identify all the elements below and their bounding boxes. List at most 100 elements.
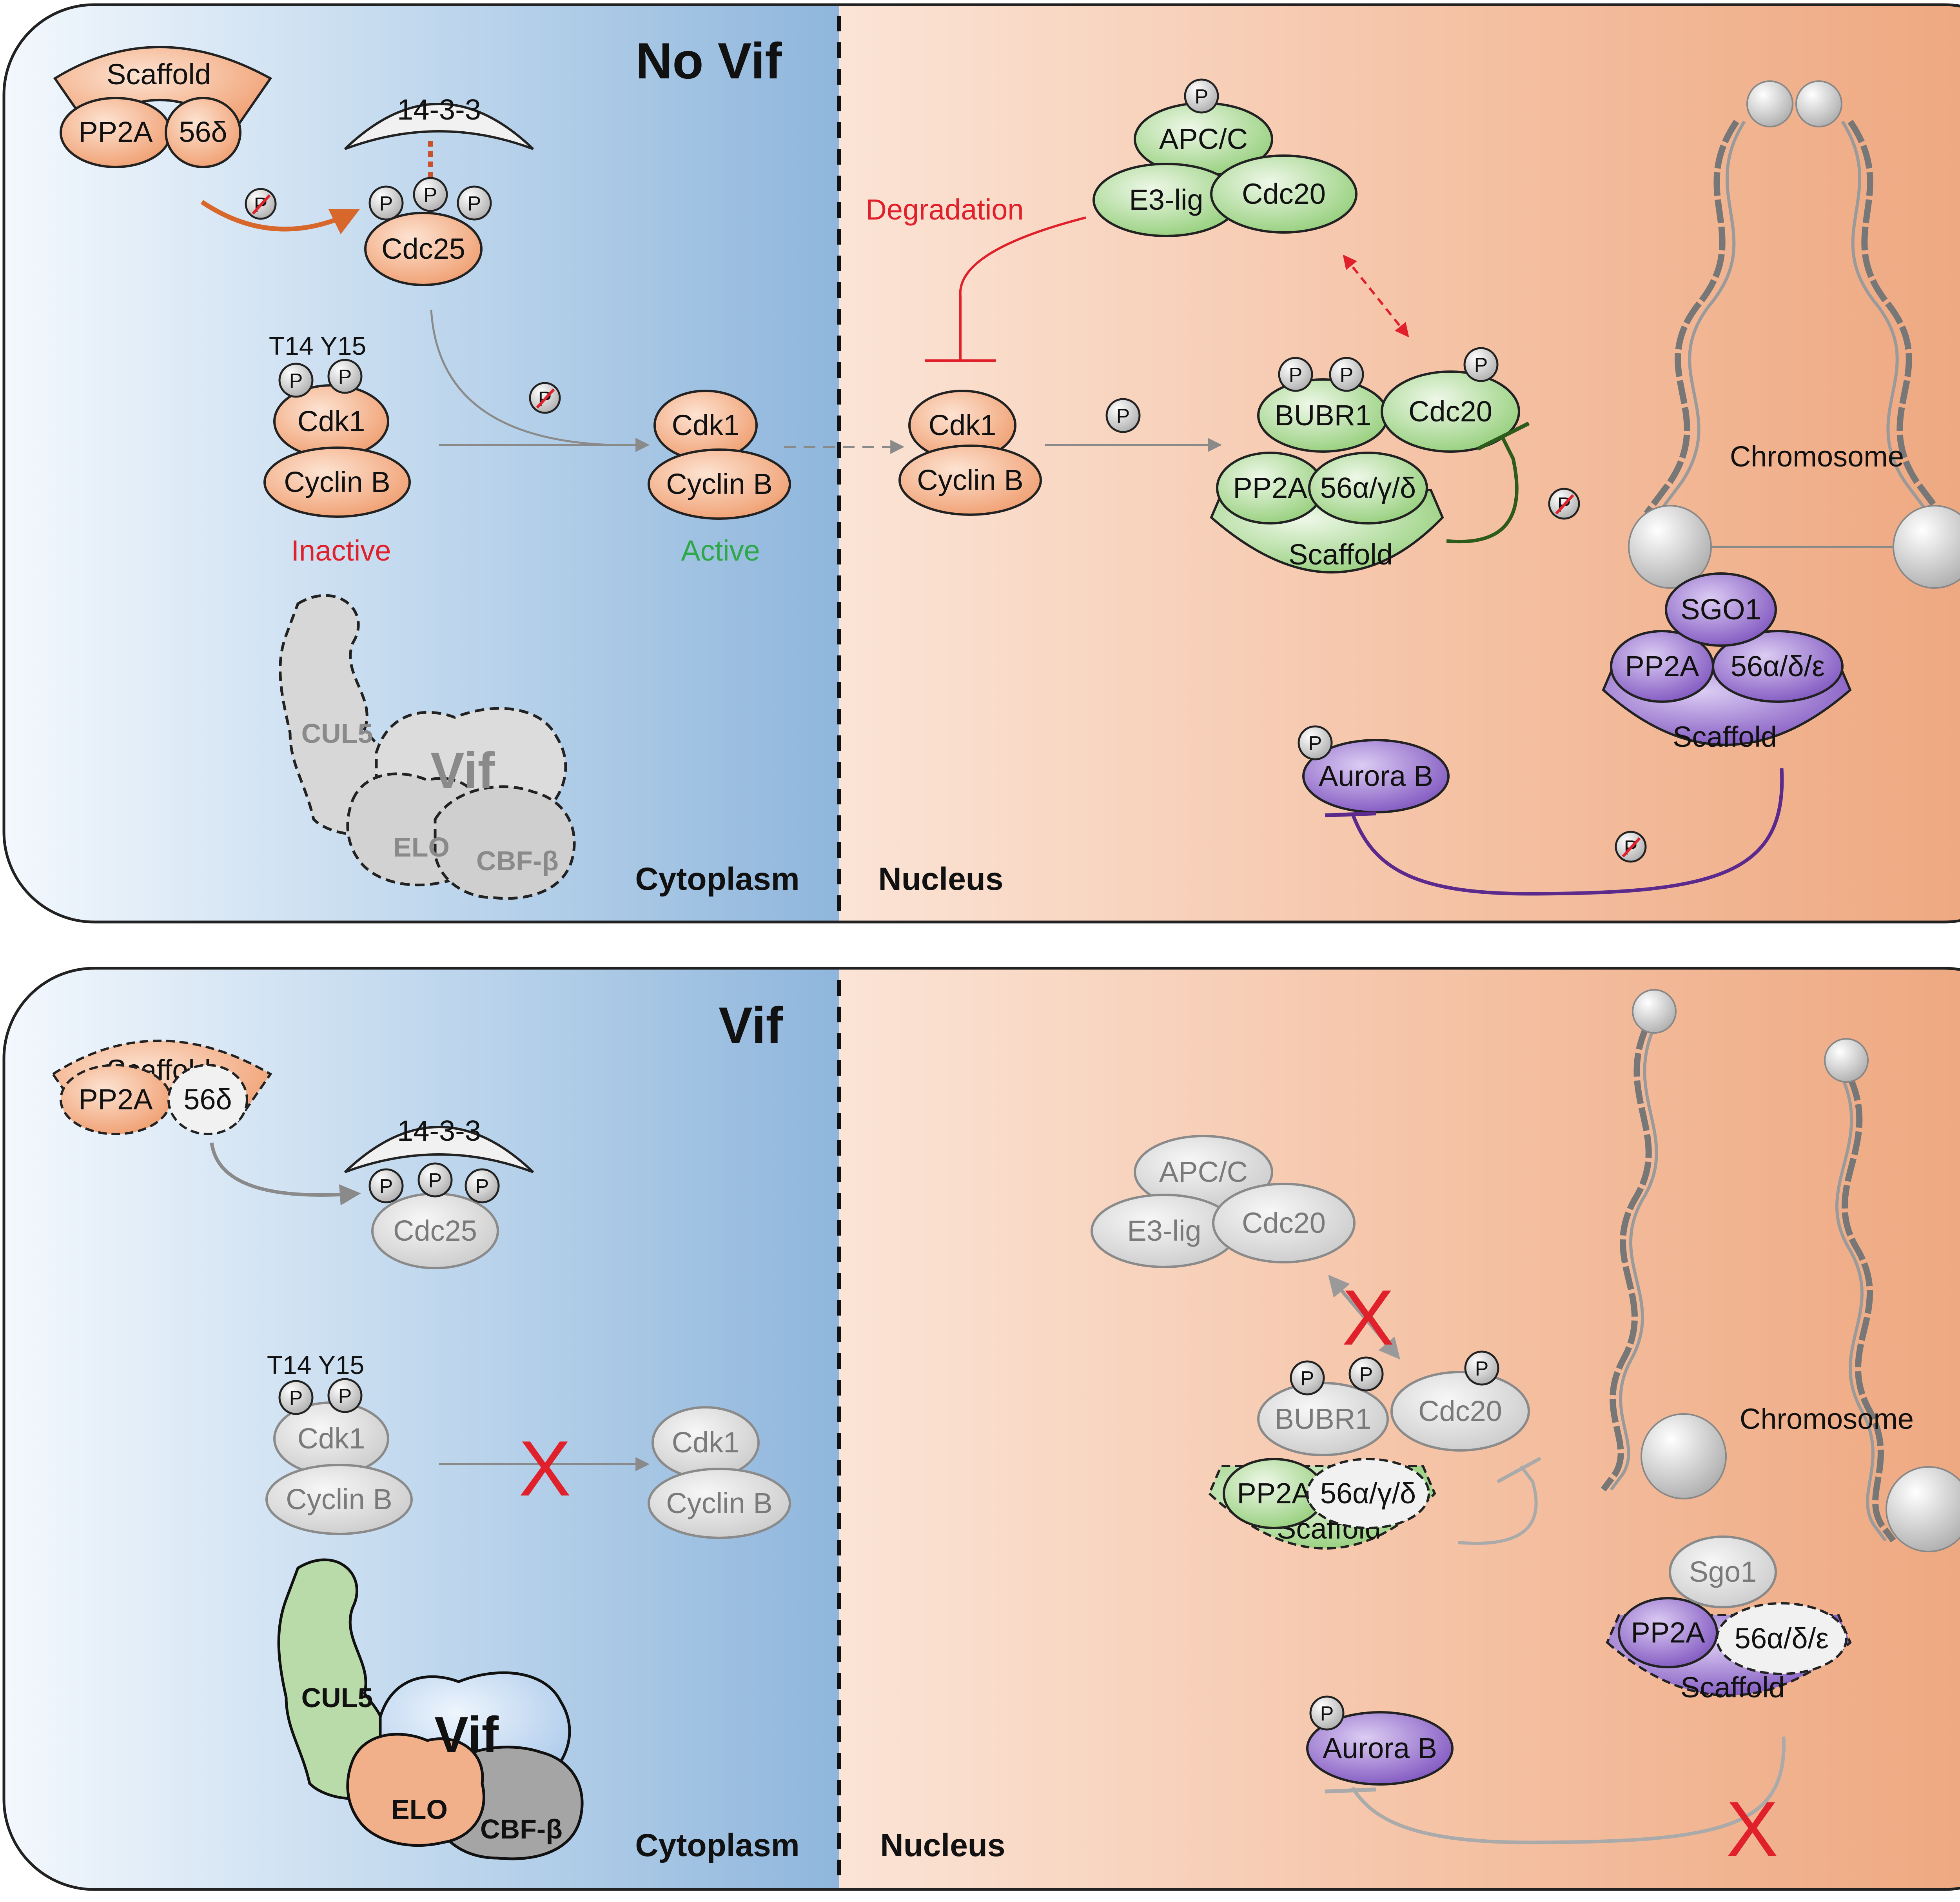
svg-text:Sgo1: Sgo1 xyxy=(1689,1555,1757,1588)
svg-text:Cdk1: Cdk1 xyxy=(672,1426,740,1459)
subunit-label: 56δ xyxy=(179,116,227,148)
degradation-label: Degradation xyxy=(866,193,1024,226)
svg-text:CUL5: CUL5 xyxy=(301,718,373,749)
svg-text:Aurora B: Aurora B xyxy=(1319,760,1433,792)
cdk1-nuclear: Cdk1 Cyclin B xyxy=(898,390,1042,516)
svg-text:BUBR1: BUBR1 xyxy=(1275,399,1372,432)
apcc-complex: APC/C E3-lig Cdc20 xyxy=(1091,1135,1356,1268)
svg-text:Cyclin B: Cyclin B xyxy=(284,466,390,498)
svg-text:Cdk1: Cdk1 xyxy=(672,409,740,441)
svg-text:Cyclin B: Cyclin B xyxy=(917,464,1023,496)
blocked-interaction-arrow xyxy=(1328,1274,1400,1360)
svg-text:Cyclin B: Cyclin B xyxy=(286,1483,392,1515)
svg-text:Cdc20: Cdc20 xyxy=(1418,1395,1502,1427)
blocked-inhibition-bar xyxy=(1325,1788,1376,1793)
svg-text:Cdc20: Cdc20 xyxy=(1242,178,1326,210)
svg-text:Scaffold: Scaffold xyxy=(1673,721,1777,753)
pp2a-label: PP2A xyxy=(78,116,153,148)
chromosome: Chromosome xyxy=(1628,80,1960,589)
svg-text:PP2A: PP2A xyxy=(78,1083,153,1116)
state-active: Active xyxy=(681,534,760,567)
svg-text:PP2A: PP2A xyxy=(1233,472,1307,504)
svg-text:P: P xyxy=(424,184,437,207)
cdc25-protein: Cdc25 P P P xyxy=(364,177,492,286)
svg-text:P: P xyxy=(379,1175,393,1198)
svg-text:Vif: Vif xyxy=(430,742,495,799)
pp2a-scaffold-complex: Scaffold PP2A 56δ xyxy=(53,46,272,168)
svg-text:Scaffold: Scaffold xyxy=(1681,1671,1785,1704)
svg-text:BUBR1: BUBR1 xyxy=(1275,1403,1372,1435)
weak-inhibition-line xyxy=(1458,1465,1538,1545)
cdc25-protein: Cdc25 P P P xyxy=(368,1162,500,1269)
svg-text:E3-lig: E3-lig xyxy=(1127,1214,1201,1247)
svg-text:P: P xyxy=(338,1385,352,1408)
svg-text:APC/C: APC/C xyxy=(1159,123,1248,155)
cdk1-active: Cdk1 Cyclin B xyxy=(648,1406,791,1539)
pp2a-scaffold-complex: Scaffold PP2A 56δ xyxy=(51,1040,272,1135)
svg-text:P: P xyxy=(1289,364,1303,387)
svg-text:SGO1: SGO1 xyxy=(1681,593,1761,626)
svg-text:ELO: ELO xyxy=(393,832,450,862)
svg-text:P: P xyxy=(1359,1363,1373,1386)
svg-text:CUL5: CUL5 xyxy=(301,1682,373,1713)
inhibition-bar-purple xyxy=(1325,811,1376,817)
svg-text:PP2A: PP2A xyxy=(1631,1616,1705,1649)
svg-text:P: P xyxy=(428,1169,442,1192)
separated-chromatids: Chromosome xyxy=(1601,989,1960,1552)
svg-text:Aurora B: Aurora B xyxy=(1323,1732,1437,1764)
svg-text:14-3-3: 14-3-3 xyxy=(397,1114,481,1147)
svg-text:56α/γ/δ: 56α/γ/δ xyxy=(1320,472,1416,504)
dephospho-icon: P xyxy=(1548,488,1580,520)
cdk1-inactive: T14 Y15 Cdk1 Cyclin B P P Inactive xyxy=(263,331,411,567)
svg-text:Cdk1: Cdk1 xyxy=(298,405,365,437)
svg-text:Cdc20: Cdc20 xyxy=(1242,1207,1326,1239)
state-inactive: Inactive xyxy=(291,534,391,567)
phosphatase-arrow xyxy=(210,1142,361,1206)
inhibition-line-purple xyxy=(1350,768,1784,896)
svg-text:Scaffold: Scaffold xyxy=(1289,538,1393,571)
svg-text:Cdk1: Cdk1 xyxy=(929,409,996,441)
svg-text:P: P xyxy=(475,1175,489,1198)
dephospho-icon: P xyxy=(1615,831,1647,863)
scaffold-label: Scaffold xyxy=(107,58,211,91)
protein-14-3-3: 14-3-3 xyxy=(344,93,534,150)
svg-text:P: P xyxy=(1340,364,1354,387)
svg-text:ELO: ELO xyxy=(391,1794,448,1825)
dephosphorylation-arrow xyxy=(200,200,360,234)
vif-e3-complex-inactive: CUL5 Vif ELO CBF-β xyxy=(279,594,576,900)
subunit-shape xyxy=(165,97,241,168)
weak-inhibition-bar xyxy=(1496,1457,1542,1483)
sgo1-pp2a-complex: Scaffold PP2A 56α/δ/ε Sgo1 xyxy=(1606,1535,1852,1704)
svg-text:56α/δ/ε: 56α/δ/ε xyxy=(1735,1622,1829,1655)
svg-text:P: P xyxy=(338,366,352,388)
block-mark: X xyxy=(1726,1786,1778,1873)
inhibition-line-green xyxy=(1446,434,1519,543)
chromosome-label: Chromosome xyxy=(1740,1403,1914,1435)
svg-text:Cdk1: Cdk1 xyxy=(298,1422,365,1455)
protein-14-3-3: 14-3-3 xyxy=(344,1114,534,1173)
svg-text:14-3-3: 14-3-3 xyxy=(397,93,481,126)
svg-text:P: P xyxy=(468,192,481,215)
svg-text:P: P xyxy=(1475,1358,1489,1380)
block-mark: X xyxy=(519,1425,571,1512)
sgo1-pp2a-complex: Scaffold PP2A 56α/δ/ε SGO1 xyxy=(1602,572,1852,753)
svg-text:56α/γ/δ: 56α/γ/δ xyxy=(1320,1477,1416,1510)
phospho-icon xyxy=(1105,398,1141,433)
svg-text:P: P xyxy=(1474,354,1488,377)
svg-text:P: P xyxy=(1301,1367,1314,1390)
svg-text:Vif: Vif xyxy=(434,1706,499,1763)
svg-text:PP2A: PP2A xyxy=(1237,1477,1311,1510)
inhibition-bar-green xyxy=(1477,421,1530,451)
svg-text:T14 Y15: T14 Y15 xyxy=(269,331,366,360)
panel-title: No Vif xyxy=(635,32,782,89)
cdk1-active: Cdk1 Cyclin B Active xyxy=(648,390,791,567)
region-nucleus: Nucleus xyxy=(878,861,1004,897)
vif-e3-complex-active: CUL5 Vif ELO CBF-β xyxy=(277,1558,584,1860)
region-cytoplasm: Cytoplasm xyxy=(635,1828,799,1863)
cdc25-action-curve xyxy=(430,309,612,446)
bubr1-pp2a-complex: Scaffold PP2A 56α/γ/δ BUBR1 Cdc20 P P P xyxy=(1210,347,1520,574)
chromosome-label: Chromosome xyxy=(1730,440,1904,473)
svg-text:P: P xyxy=(1308,732,1322,755)
